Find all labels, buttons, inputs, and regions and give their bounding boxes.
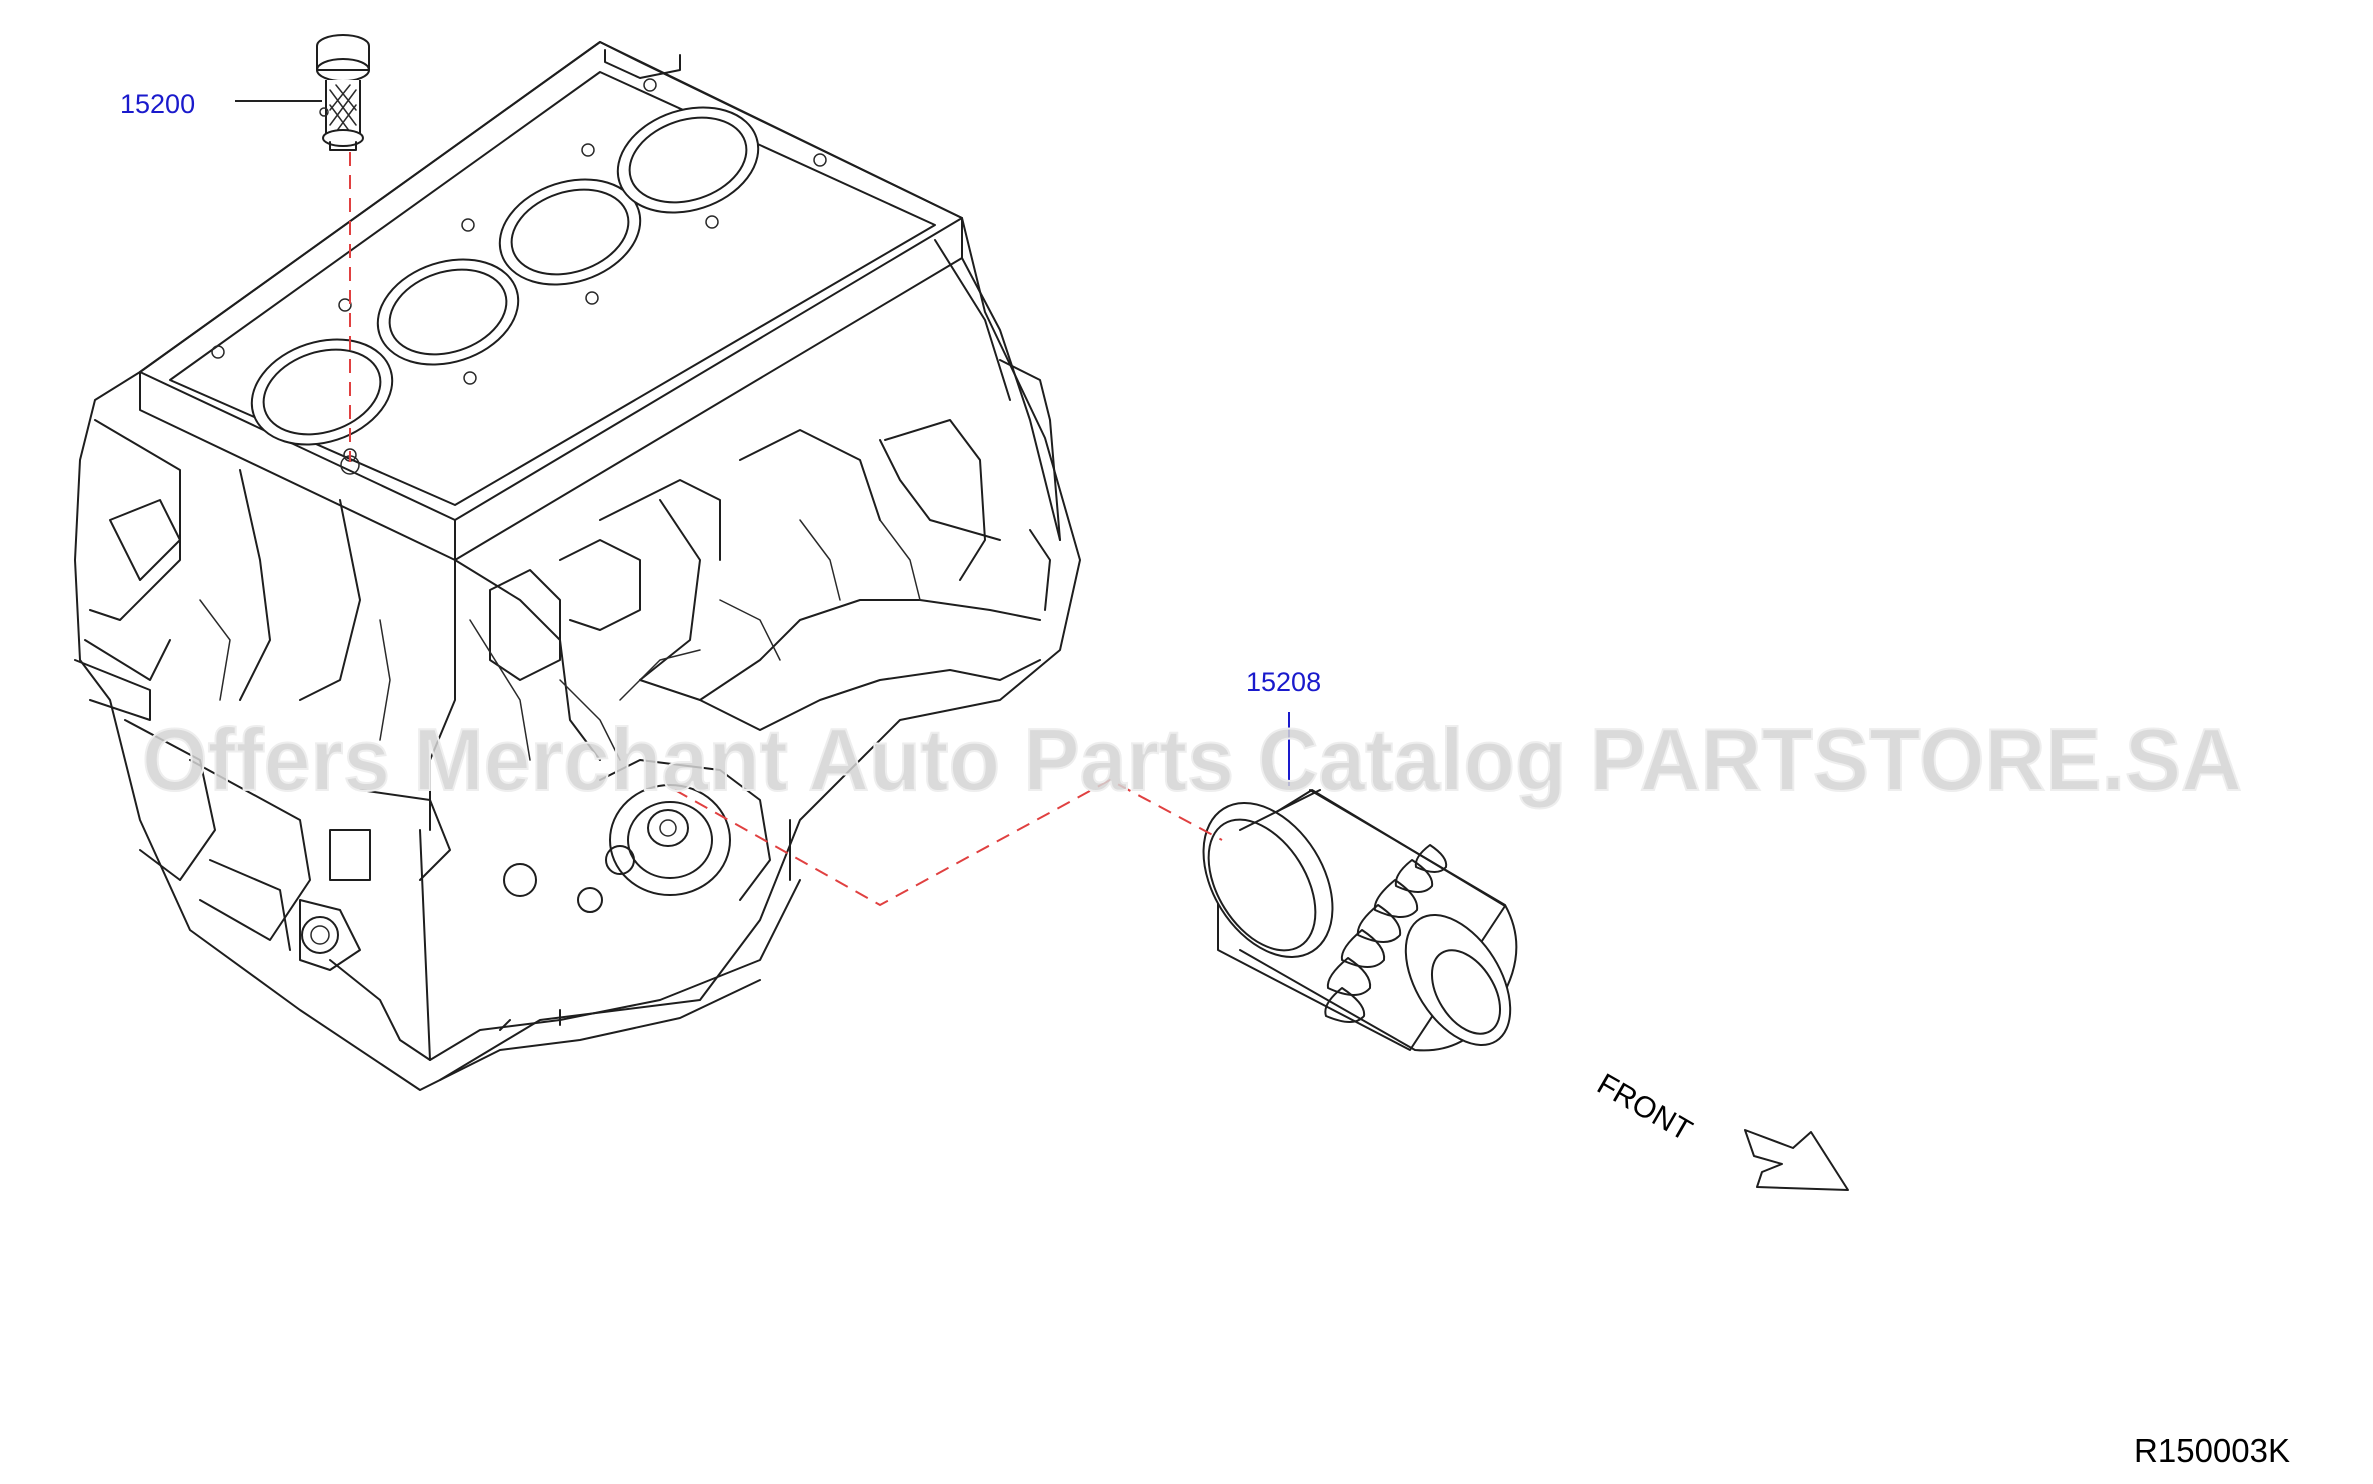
oil-filter-drawing	[1202, 789, 1518, 1052]
diagram-code: R150003K	[2134, 1432, 2290, 1469]
front-arrow-icon	[1744, 1129, 1849, 1191]
watermark-text: Offers Merchant Auto Parts Catalog PARTS…	[142, 710, 2242, 809]
cylinder-block-drawing	[74, 41, 1081, 1091]
filter-guide-line	[674, 778, 1223, 907]
front-label: FRONT	[1592, 1067, 1698, 1147]
callout-15200[interactable]: 15200	[120, 89, 195, 119]
oil-strainer-drawing	[316, 34, 370, 151]
callout-15208[interactable]: 15208	[1246, 667, 1321, 697]
